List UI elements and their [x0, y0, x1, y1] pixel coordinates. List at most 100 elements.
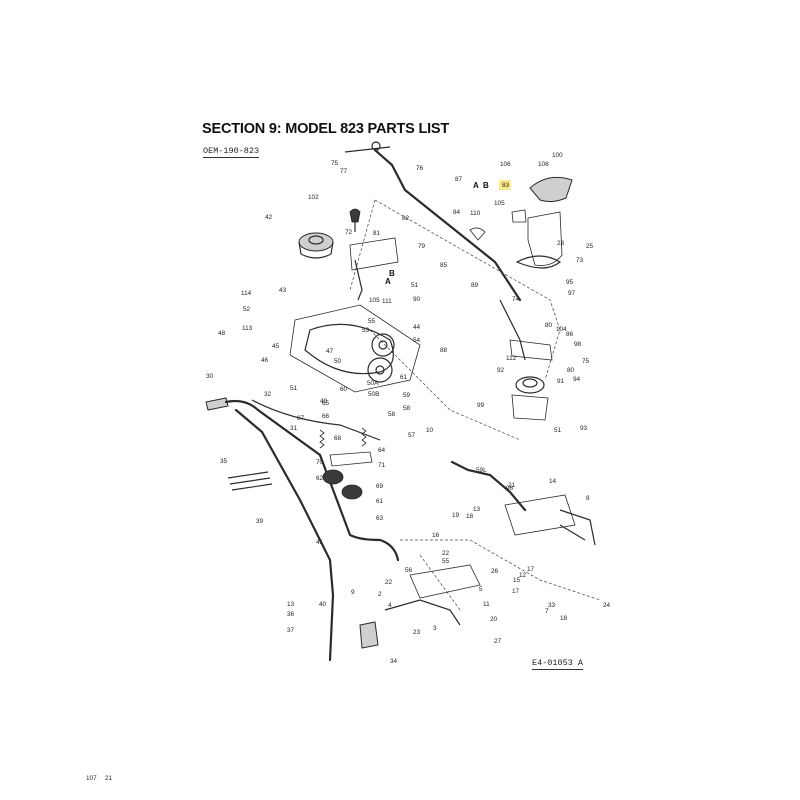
callout-50b: 50B [368, 391, 379, 398]
document-number: OEM-190-823 [203, 146, 260, 158]
callout-85: 85 [440, 262, 448, 269]
callout-2: 2 [378, 591, 382, 598]
control-cable-59l [450, 460, 527, 512]
callout-52: 52 [243, 306, 251, 313]
callout-9: 9 [351, 589, 355, 596]
callout-65: 65 [322, 400, 330, 407]
callout-41: 41 [316, 539, 324, 546]
callout-95: 95 [566, 279, 574, 286]
callout-26: 26 [491, 568, 499, 575]
callout-63: 63 [376, 515, 384, 522]
callout-102: 102 [308, 194, 319, 201]
callout-27: 27 [494, 638, 502, 645]
callout-104: 104 [556, 326, 567, 333]
callout-53: 53 [362, 327, 370, 334]
callout-56: 56 [405, 567, 413, 574]
callout-73: 73 [576, 257, 584, 264]
rod-end-ball [371, 141, 381, 151]
drive-pulley-hub [378, 340, 388, 350]
callout-34: 34 [390, 658, 398, 665]
chute-ring-inner [522, 378, 538, 388]
callout-43: 43 [279, 287, 287, 294]
callout-71: 71 [378, 462, 386, 469]
callout-98: 98 [574, 341, 582, 348]
callout-77: 77 [340, 168, 348, 175]
callout-49: 49 [320, 398, 328, 405]
shift-rod [373, 148, 522, 302]
callout-55: 55 [368, 318, 376, 325]
shift-lever-bracket [349, 237, 399, 271]
figure-reference: E4-01053 A [532, 658, 584, 670]
callout-a: A [473, 181, 479, 190]
callout-92: 92 [497, 367, 505, 374]
callout-59: 59 [403, 392, 411, 399]
discharge-chute [527, 211, 563, 266]
callout-90: 90 [413, 296, 421, 303]
callout-28: 28 [557, 240, 565, 247]
callout-25: 25 [586, 243, 594, 250]
friction-wheel-side [298, 241, 334, 259]
friction-wheel-hub [308, 235, 324, 245]
chute-deflector [529, 176, 573, 203]
callout-18: 18 [466, 513, 474, 520]
callout-64: 64 [378, 447, 386, 454]
callout-74: 74 [512, 296, 520, 303]
callout-58: 58 [403, 405, 411, 412]
callout-31: 31 [290, 425, 298, 432]
center-frame-plate [289, 304, 421, 393]
chute-crank-rod [499, 299, 526, 361]
callout-82: 82 [402, 215, 410, 222]
callout-36: 36 [287, 611, 295, 618]
callout-112: 112 [506, 355, 517, 362]
callout-8: 8 [586, 495, 590, 502]
callout-62: 62 [316, 475, 324, 482]
callout-35: 35 [220, 458, 228, 465]
callout-19: 19 [452, 512, 460, 519]
callout-79: 79 [418, 243, 426, 250]
callout-21: 21 [105, 775, 113, 782]
callout-17: 17 [512, 588, 520, 595]
callout-45: 45 [272, 343, 280, 350]
callout-21: 21 [508, 482, 516, 489]
callout-17: 17 [527, 566, 535, 573]
callout-4: 4 [388, 602, 392, 609]
drive-disc-70 [322, 469, 344, 485]
callout-70: 70 [316, 459, 324, 466]
callout-91: 91 [557, 378, 565, 385]
chute-crank-bracket [511, 209, 527, 223]
traction-lever [559, 509, 596, 546]
callout-11: 11 [483, 601, 490, 608]
callout-75: 75 [331, 160, 339, 167]
chute-ring-99 [515, 376, 545, 394]
callout-15: 15 [513, 577, 521, 584]
callout-51: 51 [290, 385, 298, 392]
control-rod-31 [251, 399, 381, 441]
callout-22: 22 [442, 550, 450, 557]
callout-68: 68 [334, 435, 342, 442]
callout-105: 105 [369, 297, 380, 304]
callout-84: 84 [453, 209, 461, 216]
highlight-box [499, 180, 511, 190]
callout-48: 48 [218, 330, 226, 337]
callout-67: 67 [297, 415, 305, 422]
callout-51: 51 [554, 427, 562, 434]
shift-arm-lower [384, 599, 461, 626]
drive-belt [304, 323, 394, 375]
callout-88: 88 [440, 347, 448, 354]
callout-44: 44 [413, 324, 421, 331]
callout-93: 93 [580, 425, 588, 432]
shift-plate-lower [409, 564, 481, 599]
callout-46: 46 [261, 357, 269, 364]
callout-80: 80 [567, 367, 575, 374]
callout-20: 20 [490, 616, 498, 623]
callout-47: 47 [326, 348, 334, 355]
spring-left [319, 429, 325, 449]
chute-clip [469, 227, 486, 241]
callout-b: B [389, 269, 395, 278]
callout-55: 55 [442, 558, 450, 565]
callout-80: 80 [545, 322, 553, 329]
callout-57: 57 [408, 432, 416, 439]
drive-arm-71 [329, 451, 373, 467]
